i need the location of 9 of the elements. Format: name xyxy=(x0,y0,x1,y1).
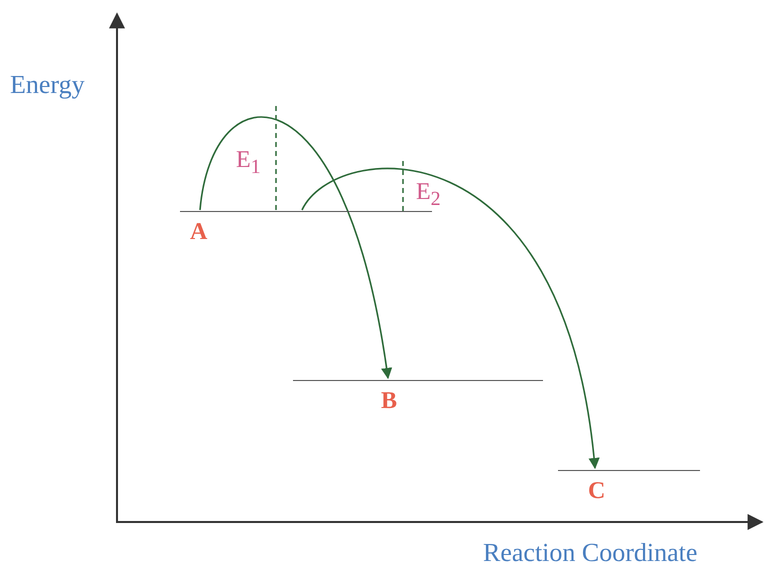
state-label: B xyxy=(381,389,398,413)
state-label: A xyxy=(190,220,208,244)
energy-label: E$_{2}$ xyxy=(416,180,441,209)
axis-title: Reaction Coordinate xyxy=(483,540,698,566)
axis-title: Energy xyxy=(10,72,85,98)
state-label: C xyxy=(588,479,606,503)
reaction-arrow xyxy=(199,116,392,380)
energy-label: E$_{1}$ xyxy=(236,148,261,177)
reaction-arrow xyxy=(301,168,600,470)
